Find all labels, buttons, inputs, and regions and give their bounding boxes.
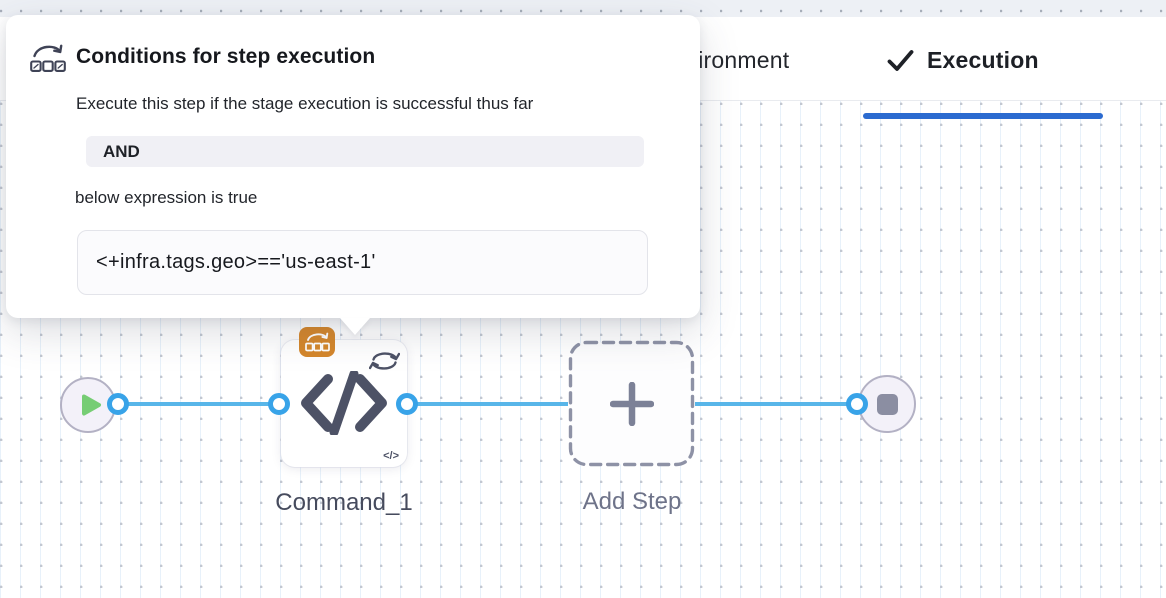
connector-line xyxy=(695,402,857,406)
code-icon xyxy=(300,369,388,440)
popover-description: Execute this step if the stage execution… xyxy=(76,94,534,113)
add-step-label: Add Step xyxy=(582,488,682,515)
step-type-mini-icon: </> xyxy=(383,450,399,462)
pipeline-start-node xyxy=(60,377,116,433)
link-anchor[interactable] xyxy=(846,393,868,415)
tab-execution[interactable]: Execution xyxy=(887,47,1039,74)
conditional-execution-badge[interactable] xyxy=(299,327,335,357)
link-anchor[interactable] xyxy=(396,393,418,415)
stop-square-icon xyxy=(876,393,898,415)
pipeline-end-node xyxy=(858,375,916,433)
operator-badge: AND xyxy=(86,136,644,167)
link-anchor[interactable] xyxy=(268,393,290,415)
step-condition-popover: Conditions for step execution Execute th… xyxy=(6,15,700,335)
step-card-command[interactable]: </> xyxy=(281,327,407,467)
top-strip xyxy=(0,0,1166,17)
active-tab-underline xyxy=(863,113,1103,119)
plus-icon xyxy=(609,381,654,426)
connector-line xyxy=(407,402,568,406)
conditional-skip-icon xyxy=(30,41,66,79)
connector-line xyxy=(118,402,279,406)
expression-caption: below expression is true xyxy=(75,188,258,207)
popover-caret xyxy=(340,318,370,335)
tab-execution-label: Execution xyxy=(927,47,1039,73)
add-step-button[interactable] xyxy=(568,340,695,467)
play-icon xyxy=(80,393,102,417)
conditional-skip-icon xyxy=(304,332,330,352)
link-anchor[interactable] xyxy=(107,393,129,415)
step-label: Command_1 xyxy=(275,489,413,516)
expression-text: <+infra.tags.geo>=='us-east-1' xyxy=(96,251,376,273)
loop-icon xyxy=(368,349,401,378)
expression-box: <+infra.tags.geo>=='us-east-1' xyxy=(77,230,648,295)
popover-title: Conditions for step execution xyxy=(76,45,376,68)
check-icon xyxy=(887,49,914,72)
